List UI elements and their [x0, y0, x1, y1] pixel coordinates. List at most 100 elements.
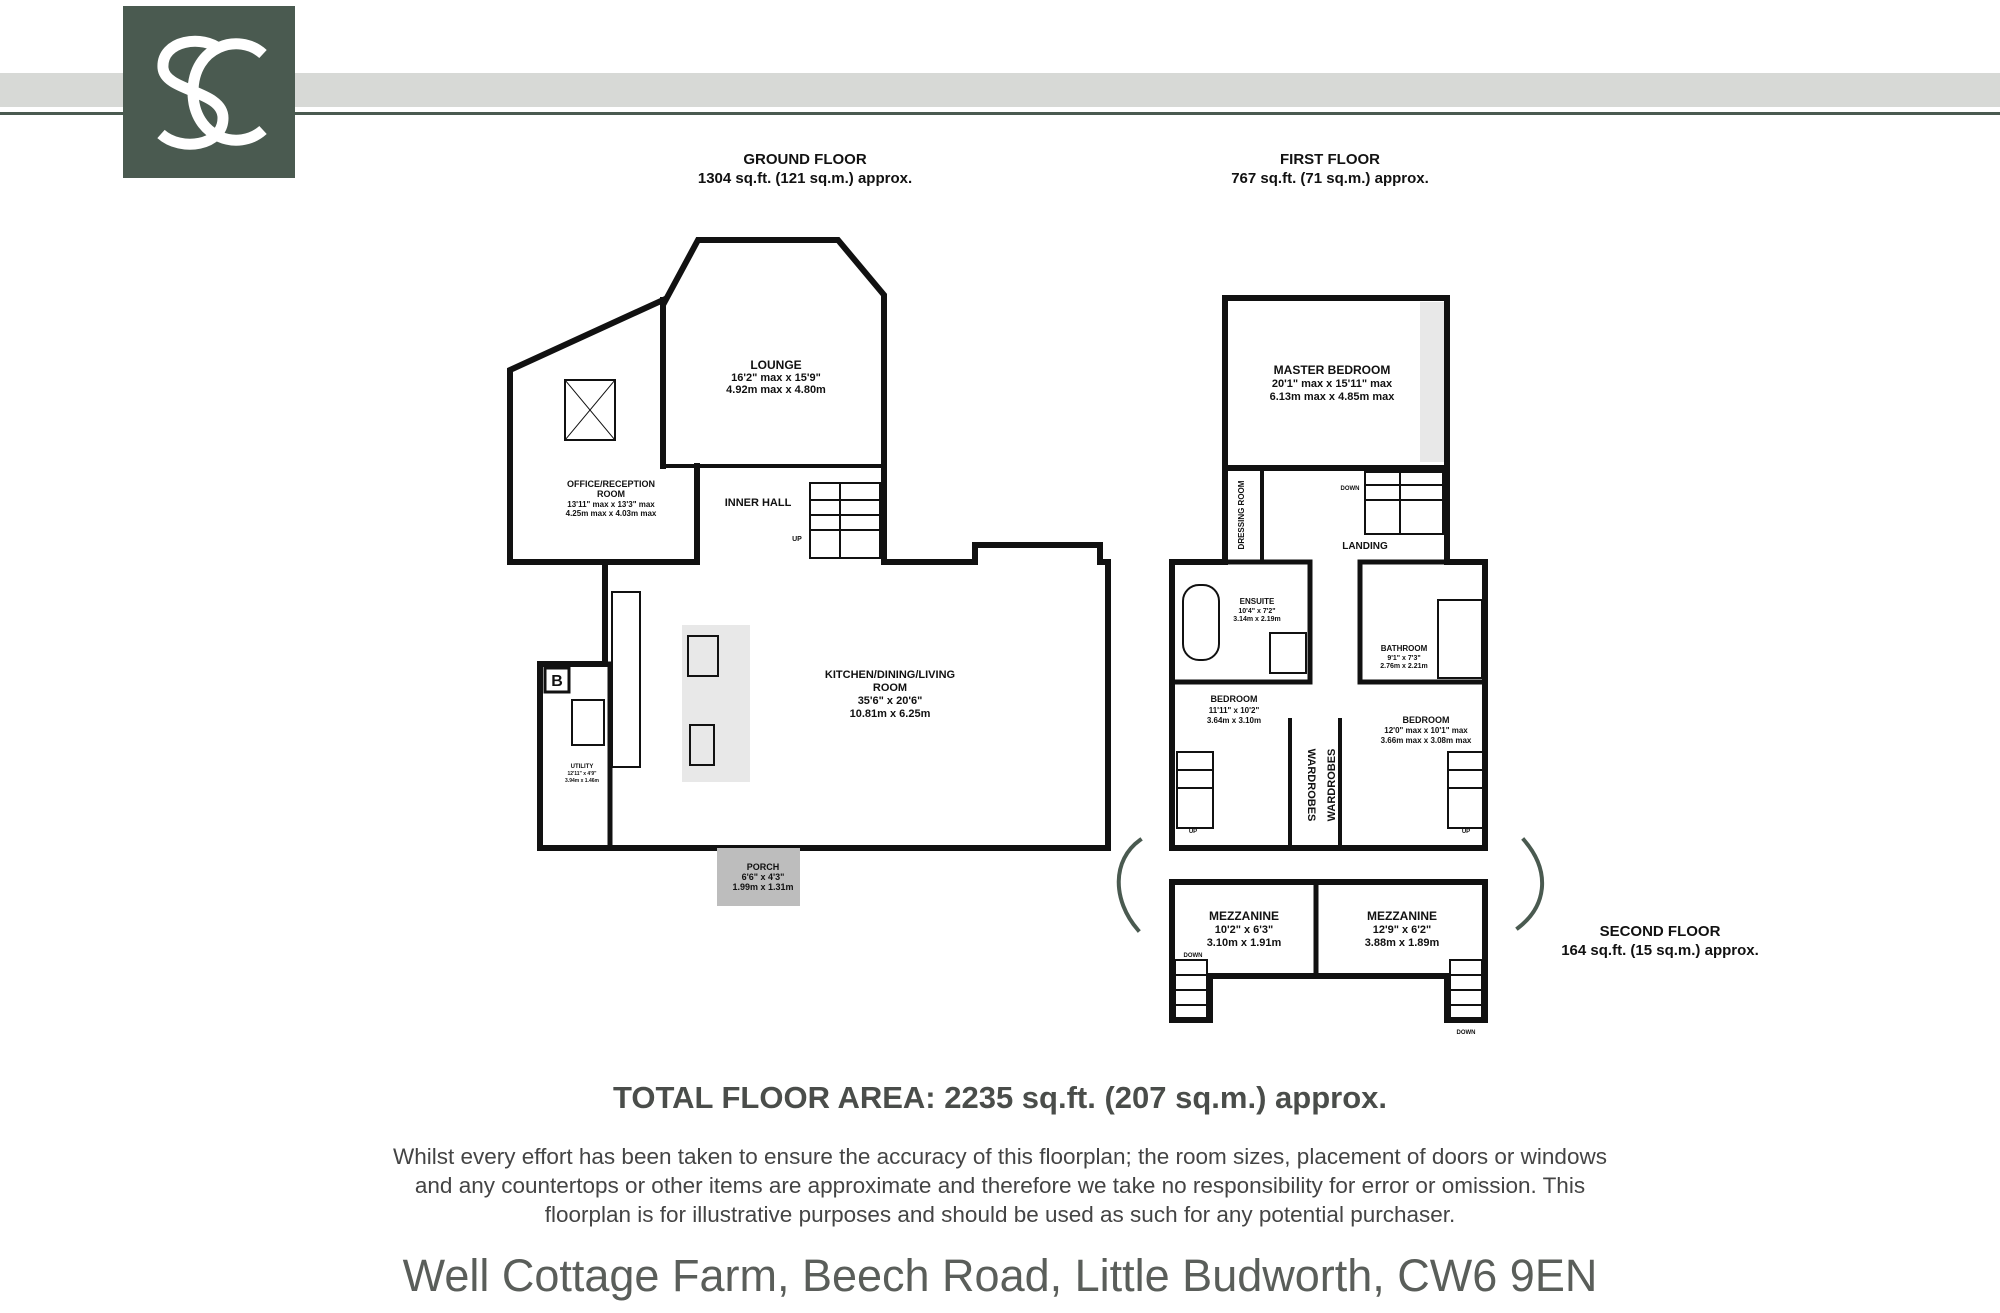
office-label-2: ROOM — [597, 489, 625, 499]
first-floor-area: 767 sq.ft. (71 sq.m.) approx. — [1231, 170, 1429, 187]
bedroom2-label: BEDROOM — [1211, 694, 1258, 704]
property-address: Well Cottage Farm, Beech Road, Little Bu… — [402, 1250, 1598, 1301]
bath-tub-icon — [1182, 584, 1220, 661]
landing-label: LANDING — [1342, 541, 1388, 552]
ground-stairs-up-label: UP — [792, 536, 802, 543]
porch-dim-imperial: 6'6" x 4'3" — [742, 872, 785, 882]
utility-walls — [537, 661, 613, 851]
ground-floor-title: GROUND FLOOR — [743, 151, 867, 168]
utility-label: UTILITY — [571, 764, 594, 770]
boiler-box — [543, 666, 571, 694]
bedroom2-dim-metric: 3.64m x 3.10m — [1207, 716, 1261, 725]
hob-icon — [687, 635, 719, 677]
curved-arrow-down-icon — [1515, 837, 1545, 931]
office-walls — [507, 295, 700, 565]
bathroom-dim-imperial: 9'1" x 7'3" — [1387, 655, 1420, 662]
master-label: MASTER BEDROOM — [1274, 363, 1391, 377]
wardrobes-label-right: WARDROBES — [1326, 749, 1338, 822]
second-floor-area: 164 sq.ft. (15 sq.m.) approx. — [1561, 942, 1759, 959]
mezz2-label: MEZZANINE — [1367, 909, 1437, 923]
kitchen-label-2: ROOM — [873, 682, 907, 694]
bathroom-shower-icon — [1437, 599, 1483, 679]
kitchen-dim-imperial: 35'6" x 20'6" — [858, 695, 923, 707]
mezz1-stairs — [1174, 959, 1208, 1019]
disclaimer-text: Whilst every effort has been taken to en… — [393, 1144, 1607, 1227]
mezz2-down-label: DOWN — [1457, 1030, 1476, 1036]
kitchen-dim-metric: 10.81m x 6.25m — [850, 708, 931, 720]
dressing-label: DRESSING ROOM — [1237, 480, 1246, 549]
mezz2-dim-imperial: 12'9" x 6'2" — [1373, 924, 1431, 936]
mezz1-down-label: DOWN — [1184, 953, 1203, 959]
kitchen-label-1: KITCHEN/DINING/LIVING — [825, 669, 955, 681]
mezz2-dim-metric: 3.88m x 1.89m — [1365, 937, 1440, 949]
bedroom3-label: BEDROOM — [1403, 715, 1450, 725]
kitchen-unit-column — [611, 591, 641, 768]
ensuite-label: ENSUITE — [1240, 597, 1275, 606]
mezz1-dim-imperial: 10'2" x 6'3" — [1215, 924, 1273, 936]
master-dim-imperial: 20'1" max x 15'11" max — [1272, 378, 1393, 390]
bedroom2-dim-imperial: 11'11" x 10'2" — [1209, 706, 1260, 715]
master-shaded-strip — [1420, 302, 1444, 462]
first-floor-stairs — [1364, 471, 1444, 535]
ground-floor-heading: GROUND FLOOR 1304 sq.ft. (121 sq.m.) app… — [640, 150, 970, 188]
wardrobes-label-left: WARDROBES — [1305, 749, 1317, 822]
bedroom2-up-label: UP — [1189, 829, 1197, 835]
boiler-label: B — [551, 673, 563, 690]
ground-floor-labels: LOUNGE 16'2" max x 15'9" 4.92m max x 4.8… — [551, 358, 955, 892]
island-sink-icon — [689, 724, 715, 766]
bathroom-label: BATHROOM — [1381, 644, 1428, 653]
porch-dim-metric: 1.99m x 1.31m — [732, 882, 793, 892]
lounge-dim-imperial: 16'2" max x 15'9" — [731, 372, 821, 384]
ensuite-dim-metric: 3.14m x 2.19m — [1233, 616, 1280, 623]
master-bedroom-walls — [1222, 295, 1450, 471]
lounge-dim-metric: 4.92m max x 4.80m — [726, 384, 826, 396]
mezz1-dim-metric: 3.10m x 1.91m — [1207, 937, 1282, 949]
total-floor-area: TOTAL FLOOR AREA: 2235 sq.ft. (207 sq.m.… — [613, 1080, 1387, 1115]
lounge-walls — [660, 237, 887, 469]
second-floor-heading: SECOND FLOOR 164 sq.ft. (15 sq.m.) appro… — [1520, 922, 1800, 960]
ground-floor-plan — [507, 237, 1111, 906]
bathroom-dim-metric: 2.76m x 2.21m — [1380, 663, 1427, 670]
bedroom3-up-label: UP — [1462, 829, 1470, 835]
bedroom3-stairs — [1447, 751, 1485, 829]
kitchen-island — [682, 625, 750, 782]
sc-logo — [123, 6, 295, 178]
ground-floor-area: 1304 sq.ft. (121 sq.m.) approx. — [697, 170, 913, 187]
utility-dim-metric: 3.94m x 1.46m — [565, 778, 599, 784]
bedroom2-stairs — [1176, 751, 1214, 829]
first-floor-heading: FIRST FLOOR 767 sq.ft. (71 sq.m.) approx… — [1165, 150, 1495, 188]
second-floor-plan — [1116, 837, 1545, 1023]
office-skylight — [564, 379, 616, 441]
bedroom3-dim-metric: 3.66m max x 3.08m max — [1381, 736, 1472, 745]
bedroom3-dim-imperial: 12'0" max x 10'1" max — [1384, 726, 1468, 735]
second-floor-title: SECOND FLOOR — [1599, 923, 1721, 940]
kitchen-walls — [537, 542, 1111, 851]
header-band — [0, 73, 2000, 107]
bathroom-walls — [1357, 559, 1488, 685]
curved-arrow-up-icon — [1116, 837, 1143, 933]
master-dim-metric: 6.13m max x 4.85m max — [1270, 391, 1396, 403]
mezz2-stairs — [1449, 959, 1483, 1019]
lounge-label: LOUNGE — [750, 358, 801, 372]
porch-fill — [717, 848, 800, 906]
inner-hall-label: INNER HALL — [725, 497, 792, 509]
office-label-1: OFFICE/RECEPTION — [567, 479, 655, 489]
porch-label: PORCH — [747, 862, 780, 872]
mezzanine-walls — [1169, 879, 1488, 1023]
first-floor-plan — [1169, 295, 1488, 851]
header-rule — [0, 112, 2000, 115]
office-dim-metric: 4.25m max x 4.03m max — [566, 509, 657, 518]
first-floor-title: FIRST FLOOR — [1280, 151, 1380, 168]
ensuite-shower-icon — [1269, 632, 1307, 674]
sc-monogram-icon — [157, 35, 267, 150]
office-dim-imperial: 13'11" max x 13'3" max — [567, 500, 655, 509]
landing-down-label: DOWN — [1341, 486, 1360, 492]
utility-sink — [571, 699, 605, 746]
first-floor-labels: MASTER BEDROOM 20'1" max x 15'11" max 6.… — [1189, 363, 1472, 835]
second-floor-labels: MEZZANINE 10'2" x 6'3" 3.10m x 1.91m MEZ… — [1184, 909, 1476, 1036]
utility-dim-imperial: 12'11" x 4'9" — [567, 771, 597, 777]
ground-stairs — [809, 482, 881, 559]
mezz1-label: MEZZANINE — [1209, 909, 1279, 923]
ensuite-dim-imperial: 10'4" x 7'2" — [1238, 608, 1275, 615]
